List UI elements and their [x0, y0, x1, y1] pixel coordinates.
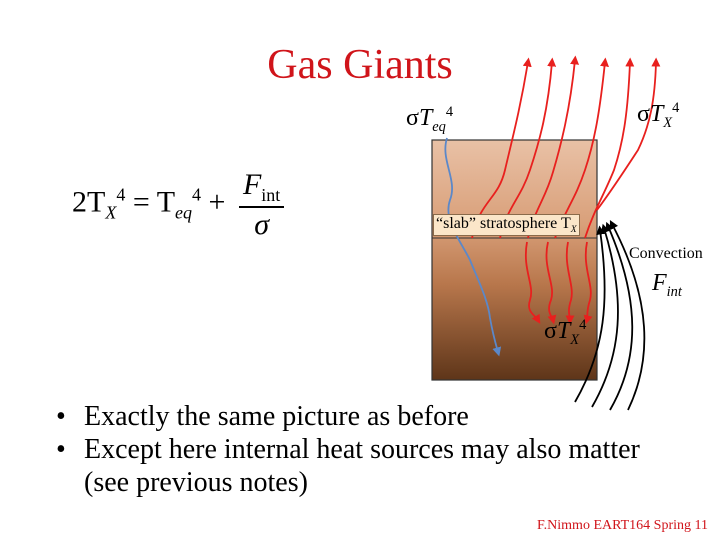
red-arrow-up-5: [584, 57, 635, 239]
red-arrow-up-1: [471, 57, 532, 239]
red-arrow-down-1: [525, 241, 541, 324]
red-arrow-up-6: [596, 57, 661, 211]
red-arrow-up-2: [499, 57, 557, 239]
red-arrow-up-3: [527, 55, 580, 239]
bullet-item: •Except here internal heat sources may a…: [56, 434, 640, 498]
sigma-tx-top-label: σTX4: [637, 100, 680, 131]
convection-arrow-1: [574, 225, 606, 403]
bullet-list: •Exactly the same picture as before •Exc…: [56, 400, 656, 499]
sigma-tx-bottom-label: σTX4: [544, 317, 587, 348]
convection-arrow-2: [591, 223, 619, 408]
convection-arrow-3: [605, 221, 634, 411]
footer-credit: F.Nimmo EART164 Spring 11: [537, 518, 708, 533]
slab-stratosphere-label: “slab” stratosphere TX: [433, 214, 580, 237]
red-arrow-down-2: [545, 241, 557, 325]
red-arrow-down-4: [583, 241, 593, 325]
convection-arrows: [574, 220, 646, 411]
bullet-item: •Exactly the same picture as before: [56, 401, 469, 432]
incoming-radiation-arrow: [444, 137, 502, 357]
fint-label: Fint: [652, 270, 682, 300]
convection-label: Convection: [629, 245, 703, 262]
convection-arrow-4: [609, 220, 646, 411]
atmosphere-slab: [431, 139, 598, 381]
red-arrow-down-3: [565, 241, 575, 325]
sigma-teq-label: σTeq4: [406, 104, 454, 135]
page-title: Gas Giants: [267, 42, 453, 88]
downward-radiation-arrows: [525, 241, 593, 325]
outgoing-radiation-arrows: [471, 55, 661, 239]
